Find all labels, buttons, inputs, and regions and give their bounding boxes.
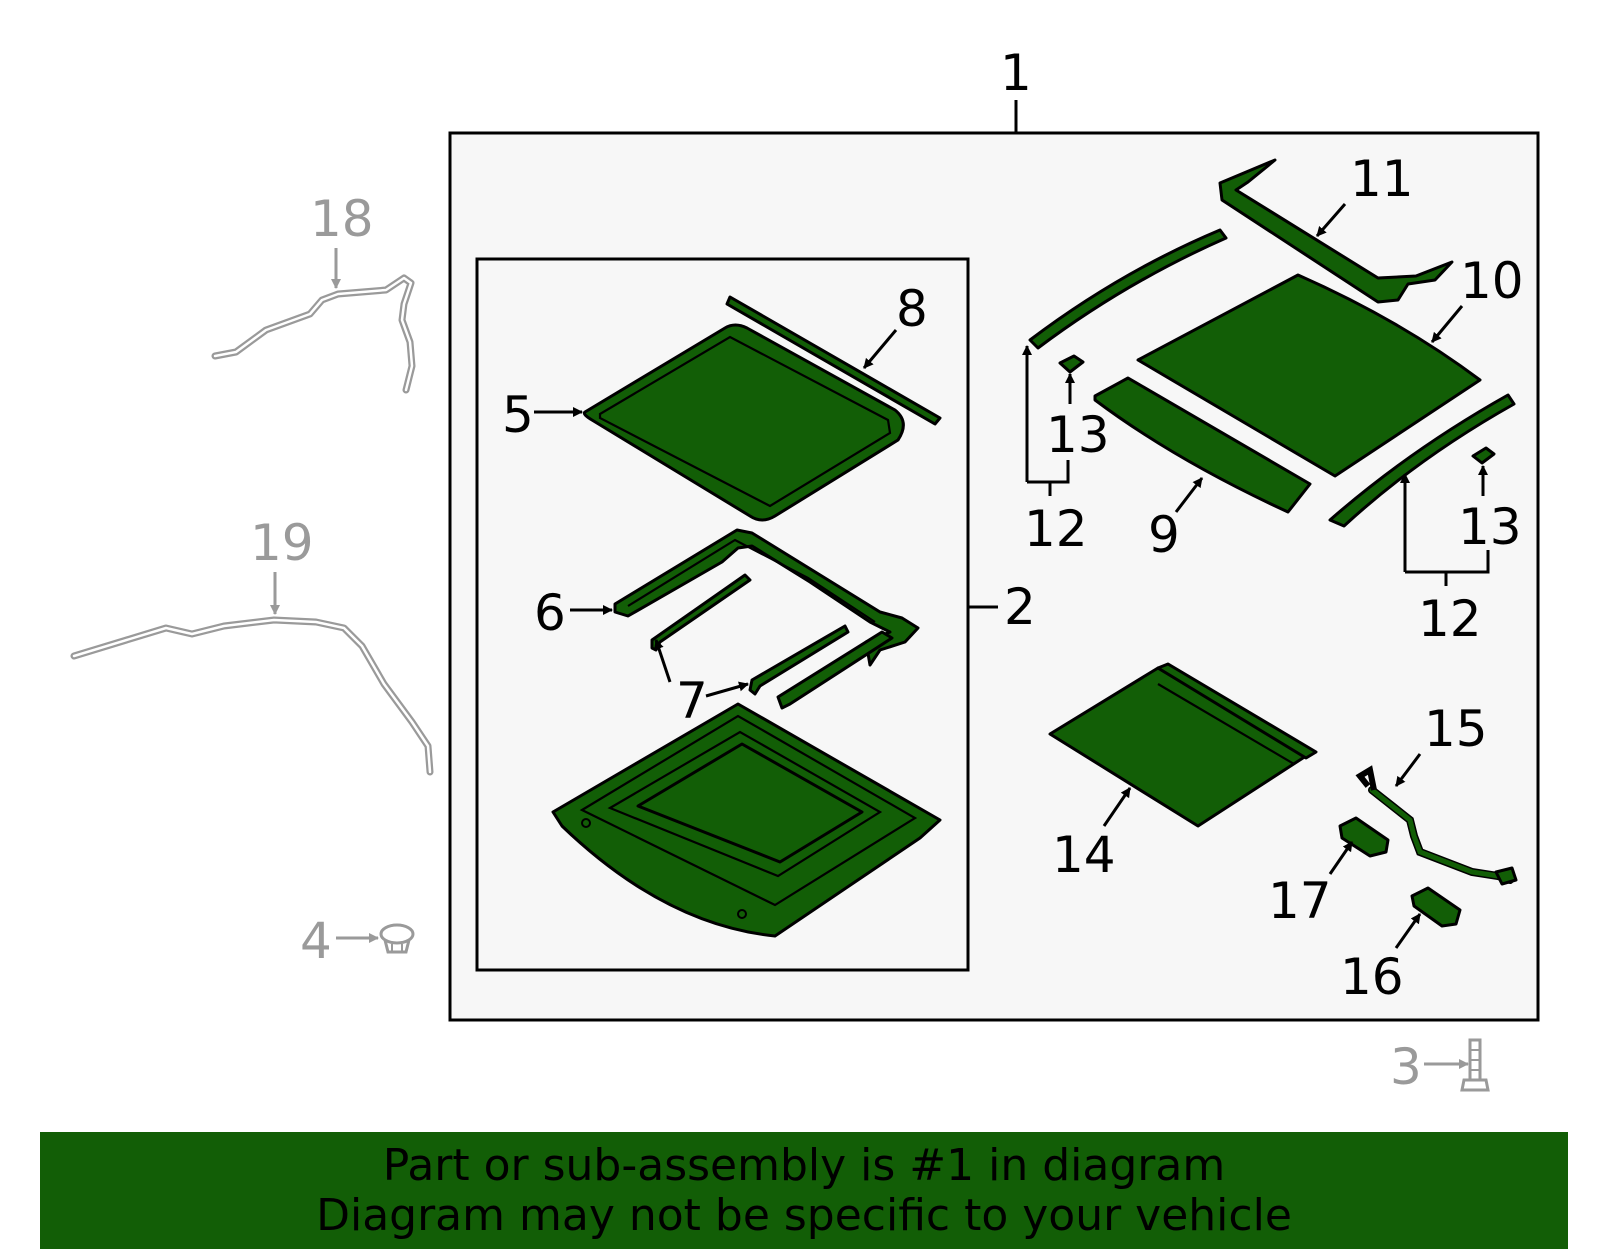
- callout-13b: 13: [1458, 498, 1522, 556]
- clip-part-13-right: [1471, 446, 1496, 465]
- callout-9-arrow: [1174, 477, 1204, 513]
- side-rail-part-12-left: [1028, 228, 1228, 350]
- sunroof-housing-frame: [551, 702, 942, 938]
- bolt-part-3: [1460, 1038, 1490, 1092]
- callout-16: 16: [1340, 948, 1404, 1006]
- guide-rail-part-7c: [776, 630, 894, 710]
- wiring-harness-part-15: [1355, 765, 1518, 886]
- callout-14-arrow: [1102, 787, 1132, 827]
- roof-panel-part-10: [1136, 273, 1482, 478]
- drain-hose-part-19: [70, 616, 434, 776]
- guide-rail-part-7b: [748, 624, 850, 696]
- callout-13a: 13: [1046, 406, 1110, 464]
- module-part-16: [1410, 886, 1462, 928]
- callout-3: 3: [1390, 1038, 1422, 1096]
- callout-8-arrow: [862, 329, 898, 369]
- info-banner: Part or sub-assembly is #1 in diagram Di…: [40, 1132, 1568, 1249]
- callout-16-arrow: [1394, 913, 1422, 949]
- callout-12a-bracket: [1027, 460, 1070, 484]
- drain-hose-part-18: [211, 274, 416, 394]
- callout-11-arrow: [1315, 203, 1347, 237]
- callout-11: 11: [1350, 150, 1414, 208]
- callout-7-arrow-a: [654, 639, 672, 683]
- callout-6: 6: [534, 584, 566, 642]
- callout-17: 17: [1268, 872, 1332, 930]
- callout-7-arrow-b: [705, 681, 749, 698]
- callout-8: 8: [896, 280, 928, 338]
- front-rail-part-11: [1218, 158, 1454, 304]
- clip-part-4: [379, 923, 415, 954]
- callout-12b: 12: [1418, 590, 1482, 648]
- callout-1: 1: [1000, 44, 1032, 102]
- sunshade-part-14: [1048, 662, 1318, 828]
- module-part-17: [1338, 816, 1390, 858]
- callout-10-arrow: [1430, 305, 1464, 343]
- banner-line-1: Part or sub-assembly is #1 in diagram: [382, 1139, 1226, 1191]
- glass-panel-part-5: [582, 323, 905, 522]
- callout-10: 10: [1460, 252, 1524, 310]
- callout-5: 5: [502, 386, 534, 444]
- side-rail-part-12-right: [1328, 393, 1516, 528]
- callout-12a: 12: [1024, 500, 1088, 558]
- banner-line-2: Diagram may not be specific to your vehi…: [316, 1189, 1292, 1241]
- callout-7: 7: [676, 672, 708, 730]
- deflector-part-8: [725, 295, 942, 426]
- callout-4: 4: [300, 912, 332, 970]
- callout-9: 9: [1148, 506, 1180, 564]
- callout-2: 2: [1004, 578, 1036, 636]
- callout-14: 14: [1052, 826, 1116, 884]
- clip-part-13-left: [1058, 354, 1085, 374]
- callout-15-arrow: [1394, 753, 1422, 787]
- front-panel-part-9: [1093, 376, 1312, 514]
- callout-12b-bracket: [1405, 550, 1490, 574]
- frame-seal-inner: [627, 538, 876, 623]
- callout-18: 18: [310, 190, 374, 248]
- callout-19: 19: [250, 514, 314, 572]
- callout-17-arrow: [1328, 841, 1354, 875]
- callout-15: 15: [1424, 700, 1488, 758]
